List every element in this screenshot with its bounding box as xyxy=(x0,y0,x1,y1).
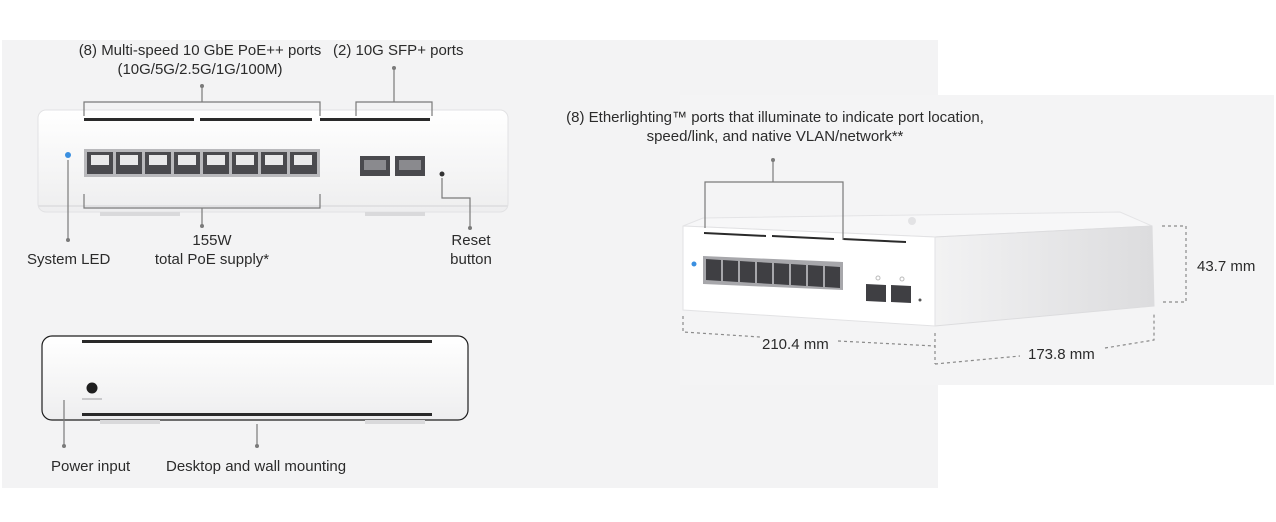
vent-slot xyxy=(320,118,430,121)
sfp-label: (2) 10G SFP+ ports xyxy=(333,42,464,59)
mounting-label: Desktop and wall mounting xyxy=(166,458,347,475)
etherlighting-label-line2: speed/link, and native VLAN/network** xyxy=(646,128,904,145)
vent-slot xyxy=(84,118,194,121)
front-switch xyxy=(37,109,509,216)
etherlighting-label-line1: (8) Etherlighting™ ports that illuminate… xyxy=(566,109,984,126)
iso-sfp-port xyxy=(891,285,911,303)
vent-slot xyxy=(82,413,432,416)
vent-slot xyxy=(200,118,312,121)
reset-label-line1: Reset xyxy=(451,232,491,249)
poe-label-line1: 155W xyxy=(192,232,232,249)
width-dimension-label: 210.4 mm xyxy=(762,336,829,353)
iso-sfp-port xyxy=(866,284,886,302)
poe-label: 155W total PoE supply* xyxy=(142,231,282,269)
reset-label-line2: button xyxy=(450,251,492,268)
back-leader-lines xyxy=(63,400,258,446)
iso-leader-lines xyxy=(704,160,844,240)
ports-label-line2: (10G/5G/2.5G/1G/100M) xyxy=(117,61,283,78)
rj45-port-block xyxy=(84,149,320,177)
front-leader-lines xyxy=(67,68,471,240)
poe-label-line2: total PoE supply* xyxy=(154,251,270,268)
height-dimension-label: 43.7 mm xyxy=(1197,258,1256,275)
reset-hole xyxy=(439,171,445,177)
ports-label: (8) Multi-speed 10 GbE PoE++ ports (10G/… xyxy=(60,41,340,79)
ports-label-line1: (8) Multi-speed 10 GbE PoE++ ports xyxy=(78,42,322,59)
system-led-label: System LED xyxy=(27,251,111,268)
system-led-dot xyxy=(65,152,71,158)
back-switch xyxy=(41,335,469,424)
iso-switch xyxy=(682,211,1155,327)
depth-dimension-label: 173.8 mm xyxy=(1028,346,1095,363)
reset-label: Reset button xyxy=(440,231,502,269)
vent-slot xyxy=(82,340,432,343)
power-jack xyxy=(86,382,98,394)
etherlighting-label: (8) Etherlighting™ ports that illuminate… xyxy=(520,108,1030,146)
iso-led-dot xyxy=(691,261,697,267)
sfp-port-block xyxy=(360,156,425,176)
dimension-lines xyxy=(682,225,1187,365)
power-input-label: Power input xyxy=(51,458,131,475)
